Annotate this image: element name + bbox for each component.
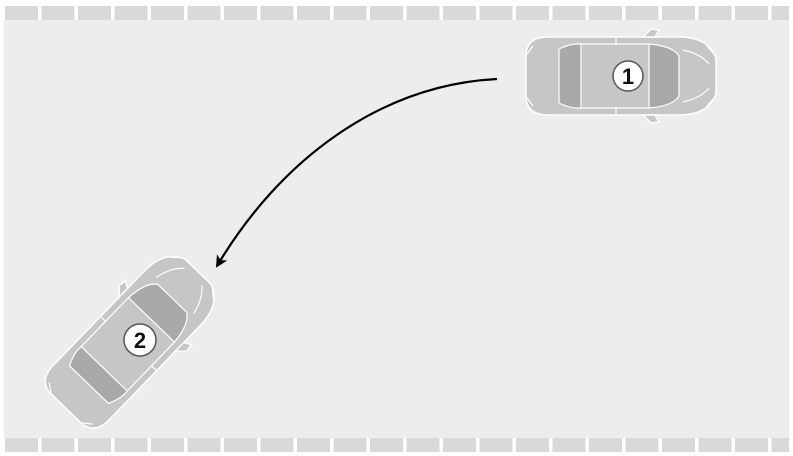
curb-segment [261,438,294,452]
curb-segment [261,6,294,20]
curb-segment [407,438,440,452]
curb-segment [480,438,513,452]
curb-segment [516,438,549,452]
curb-segment [407,6,440,20]
curb-segment [735,6,768,20]
curb-segment [115,438,148,452]
curb-segment [553,438,586,452]
curb-segment [480,6,513,20]
curb-segment [443,438,476,452]
curb-segment [589,6,622,20]
car-2-badge: 2 [124,324,156,356]
curb-segment [699,438,732,452]
curb-segment [334,6,367,20]
curb-segment [224,6,257,20]
curb-segment [772,6,790,20]
car-1-badge: 1 [613,61,643,91]
curb-segment [370,6,403,20]
curb-segment [735,438,768,452]
curb-segment [151,438,184,452]
curb-segment [553,6,586,20]
curb-segment [297,438,330,452]
curb-segment [772,438,790,452]
curb-segment [662,438,695,452]
curb-segment [151,6,184,20]
curb-segment [626,438,659,452]
curb-segment [115,6,148,20]
curb-segment [188,438,221,452]
curb-segment [297,6,330,20]
curb-segment [224,438,257,452]
car-1: 1 [526,29,716,123]
curb-segment [516,6,549,20]
curb-segment [5,6,38,20]
bottom-curb [5,438,789,452]
curb-segment [589,438,622,452]
car-1-label: 1 [622,64,634,89]
curb-segment [42,6,75,20]
curb-segment [662,6,695,20]
curb-segment [78,6,111,20]
curb-segment [370,438,403,452]
top-curb [5,6,789,20]
curb-segment [443,6,476,20]
curb-segment [334,438,367,452]
curb-segment [626,6,659,20]
curb-segment [78,438,111,452]
curb-segment [699,6,732,20]
curb-segment [188,6,221,20]
curb-segment [42,438,75,452]
car-2-label: 2 [134,328,146,353]
curb-segment [5,438,38,452]
